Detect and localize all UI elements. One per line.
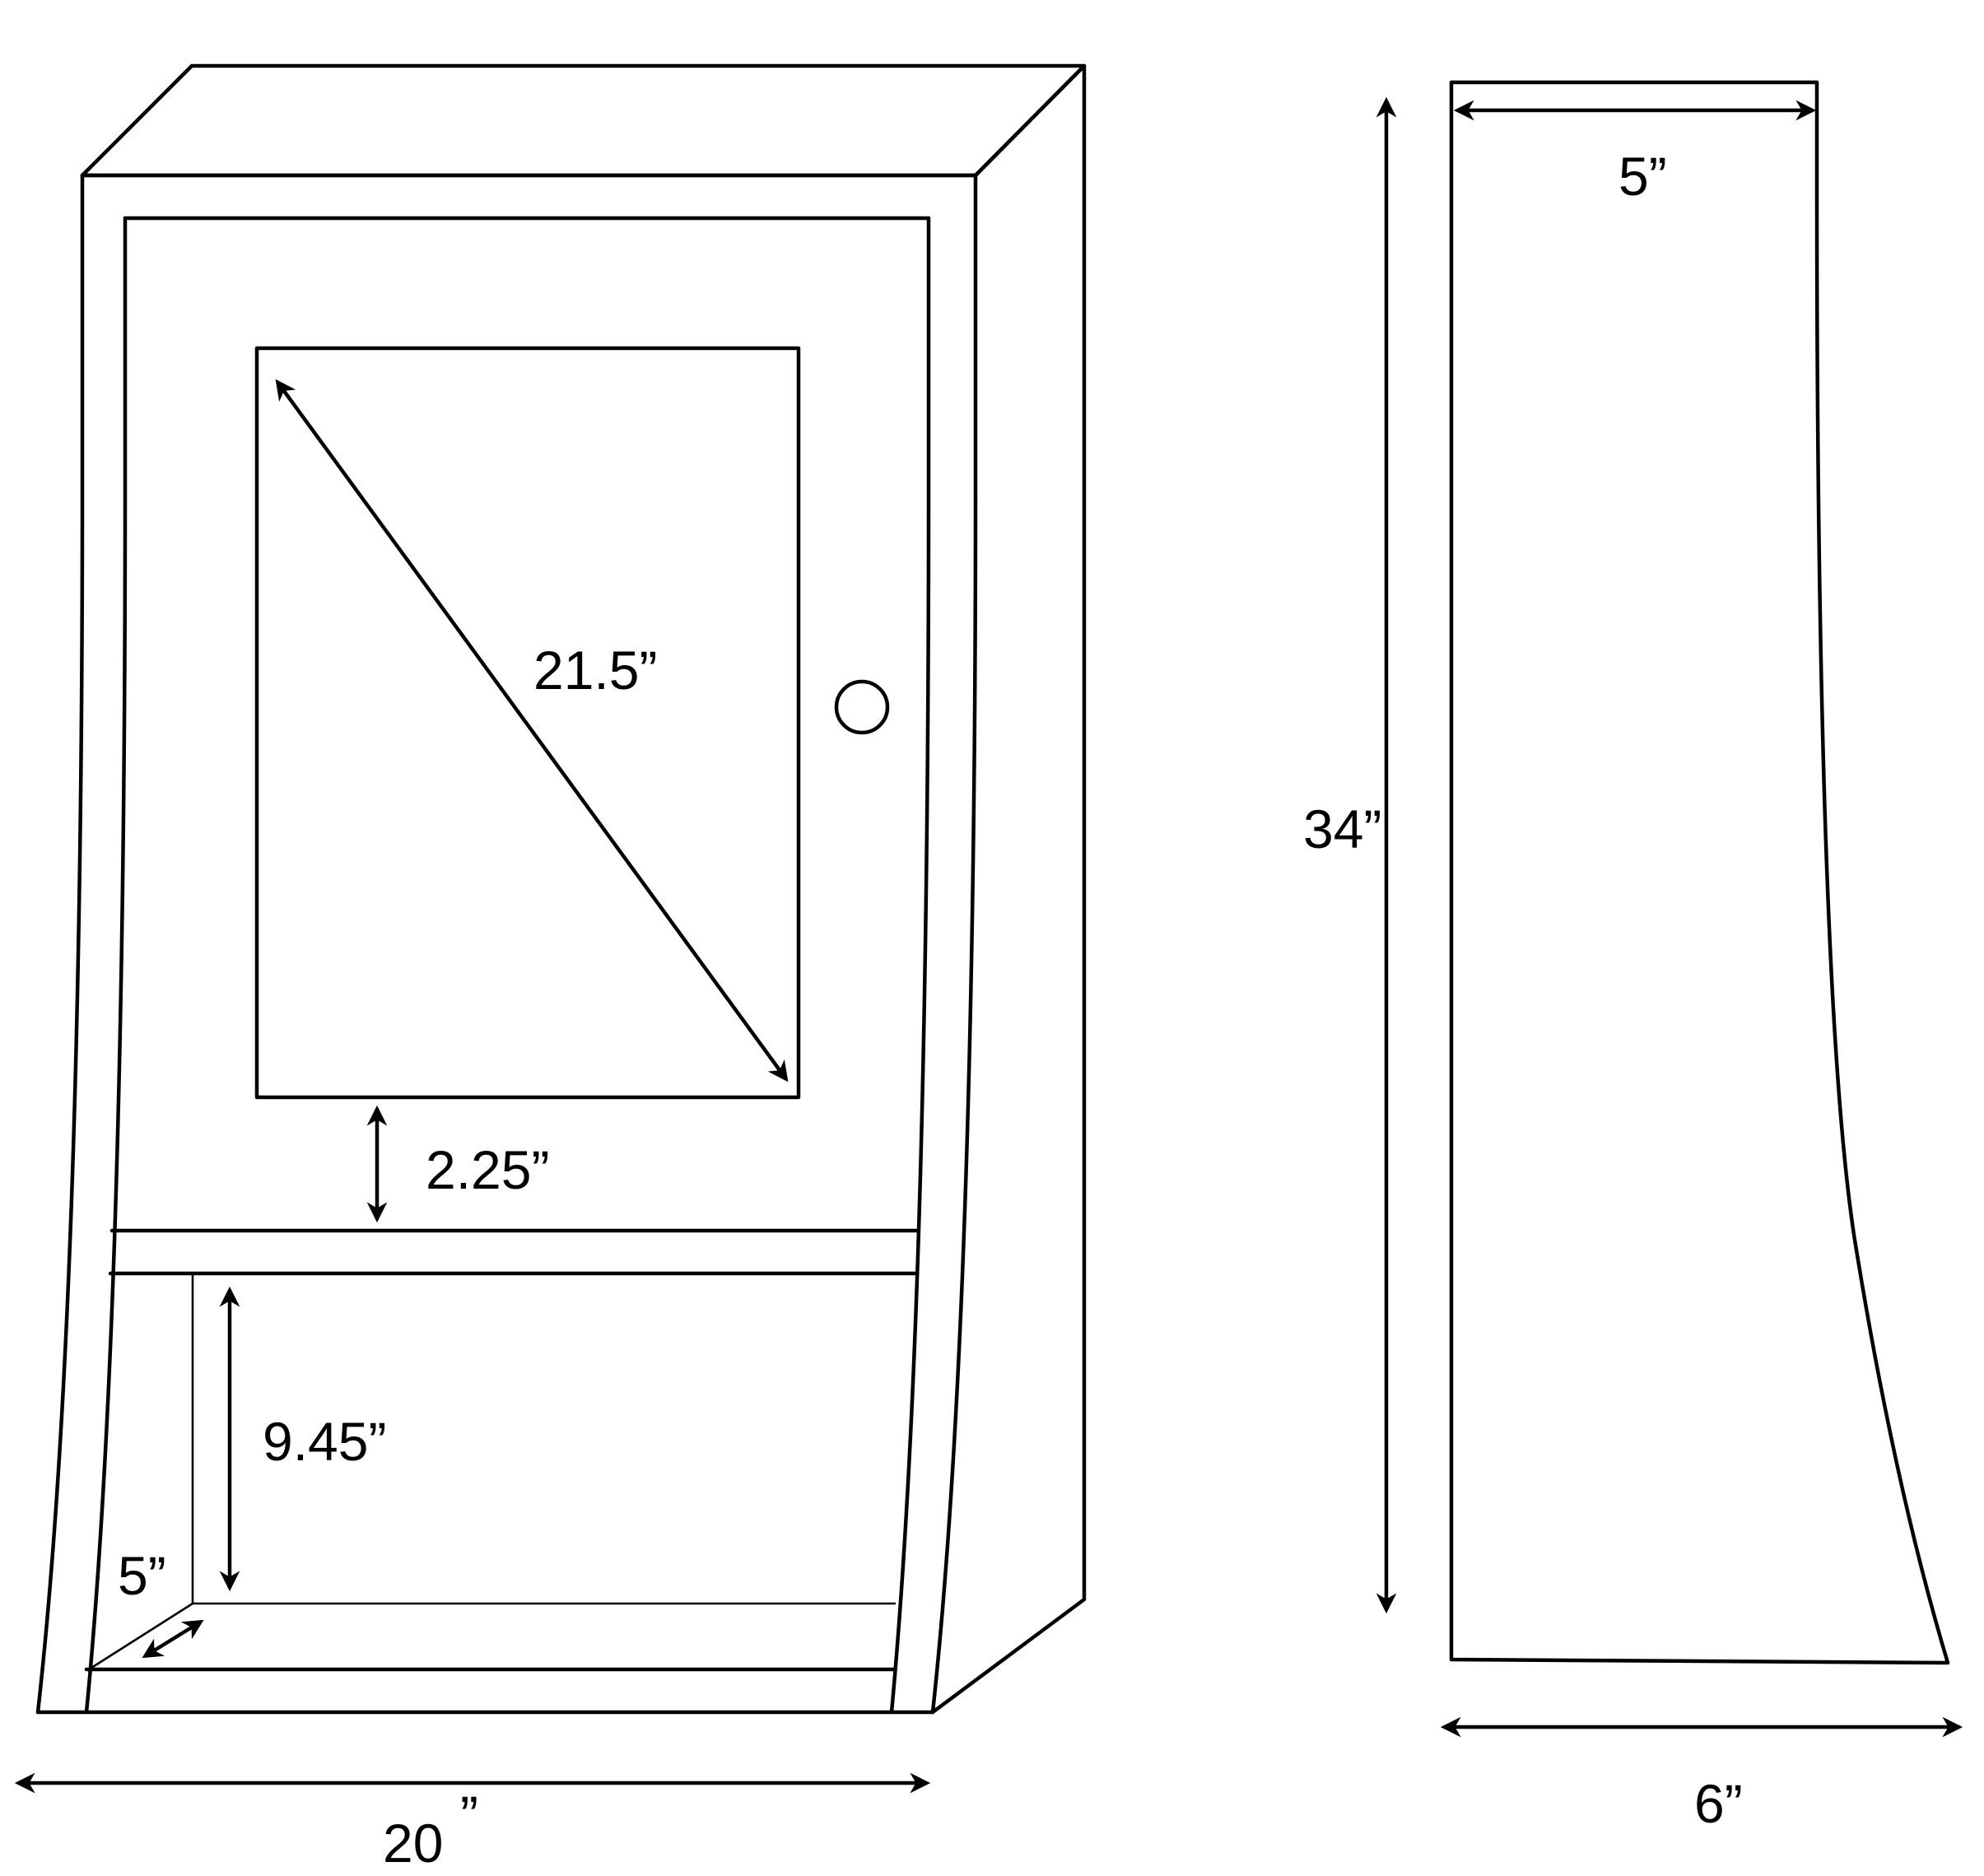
gap-below-door-label: 2.25” — [426, 1139, 549, 1200]
door-knob — [834, 679, 890, 735]
shelf-depth-dimension-arrow — [142, 1619, 204, 1659]
shelf-floor-depth-edge — [88, 1602, 193, 1671]
side-height-label: 34” — [1303, 798, 1381, 859]
width-unit-mark: ” — [460, 1785, 478, 1846]
width-label: 20 — [383, 1813, 443, 1872]
door-diagonal-label: 21.5” — [533, 640, 657, 701]
right-leg-outer — [930, 173, 978, 1715]
side-profile-outline — [1449, 80, 1950, 1665]
cabinet-side-panel — [930, 63, 1087, 1715]
door-glass-panel — [254, 346, 801, 1100]
door-diagonal-dimension-arrow — [275, 379, 789, 1082]
shelf-depth-label: 5” — [118, 1545, 166, 1606]
right-frame-inner-edge — [889, 216, 931, 1715]
side-bottom-depth-label: 6” — [1694, 1773, 1743, 1834]
left-leg-outer — [35, 173, 85, 1715]
left-frame-inner-edge — [84, 216, 128, 1715]
cabinet-side-view: 34” 5” 6” — [1303, 80, 1963, 1834]
side-top-depth-label: 5” — [1618, 146, 1667, 207]
shelf-height-label: 9.45” — [263, 1411, 386, 1472]
cabinet-top-face — [80, 63, 1087, 178]
cabinet-front-view: 21.5” 2.25” 9.45” 5” 20 ” — [14, 63, 1087, 1874]
